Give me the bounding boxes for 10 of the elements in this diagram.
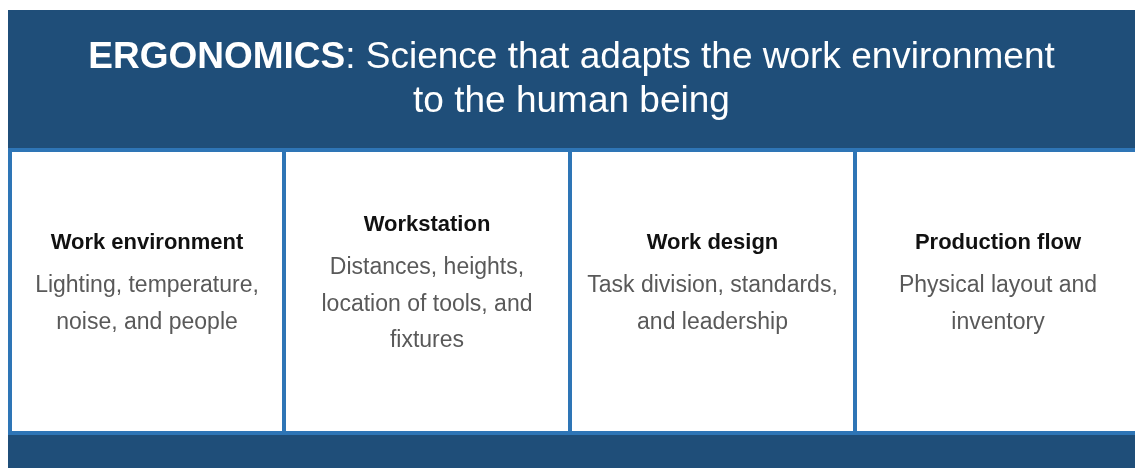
card-heading: Production flow [914, 228, 1082, 257]
card-heading: Work design [646, 228, 779, 257]
title: ERGONOMICS: Science that adapts the work environment to the human being [87, 33, 1056, 122]
card-heading: Workstation [363, 209, 491, 238]
card-description: Lighting, temperature, noise, and people [34, 270, 260, 336]
header-panel [8, 10, 1135, 468]
card-description: Distances, heights, location of tools, and fixtures [320, 251, 534, 355]
card-heading: Work environment [50, 228, 244, 257]
card-description: Physical layout and inventory [897, 270, 1099, 336]
card-description: Task division, standards, and leadership [586, 270, 839, 336]
